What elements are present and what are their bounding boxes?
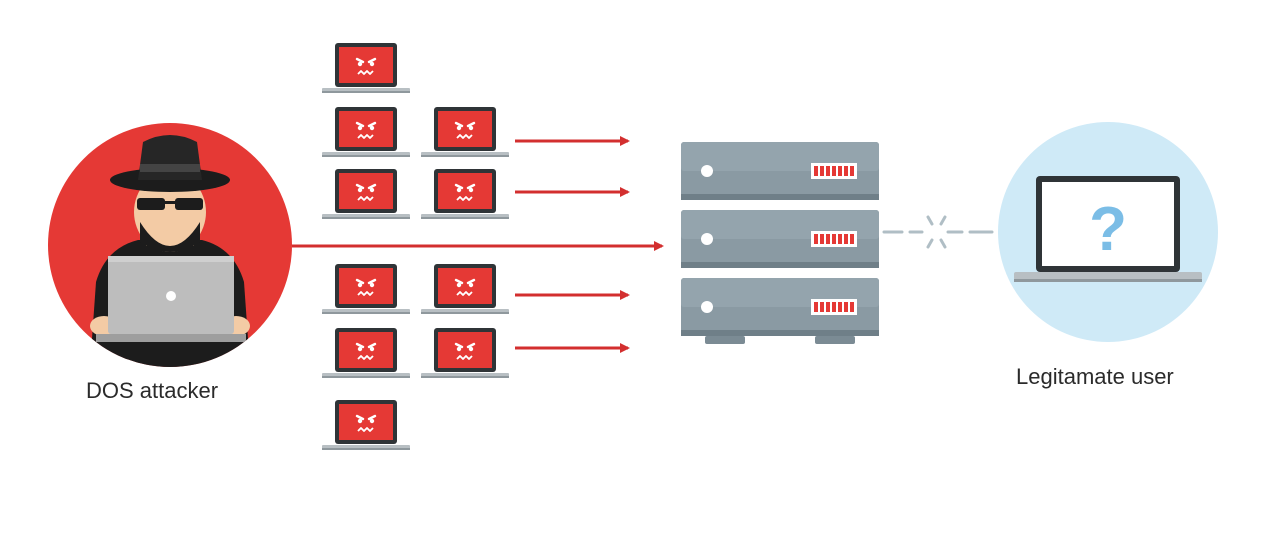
bot-laptop — [320, 167, 412, 221]
server-unit — [681, 142, 879, 200]
user-label: Legitamate user — [1016, 364, 1174, 389]
attack-arrows — [292, 136, 664, 353]
user-figure: ? — [998, 122, 1218, 342]
server-unit — [681, 278, 879, 336]
broken-link-icon — [882, 215, 994, 249]
server-rack — [681, 142, 879, 344]
bot-laptop — [419, 326, 511, 380]
attacker-label: DOS attacker — [86, 378, 219, 403]
question-mark-icon: ? — [1089, 195, 1127, 264]
bot-laptop — [320, 398, 412, 452]
server-unit — [681, 210, 879, 268]
bot-laptop — [320, 105, 412, 159]
bot-laptop — [320, 41, 412, 95]
bot-laptop — [320, 262, 412, 316]
attacker-figure — [48, 123, 292, 367]
bot-laptop — [320, 326, 412, 380]
bot-laptop — [419, 167, 511, 221]
bot-laptop — [419, 105, 511, 159]
bot-laptop — [419, 262, 511, 316]
